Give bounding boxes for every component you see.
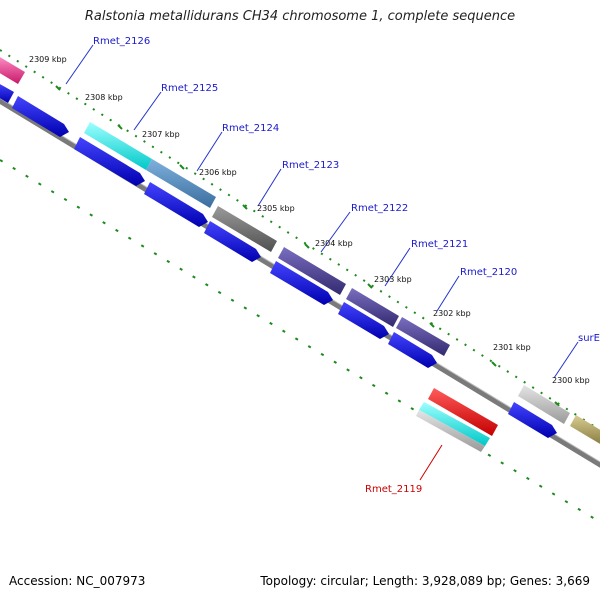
label-leader-lines [65, 44, 579, 379]
gene-label: Rmet_2123 [282, 160, 339, 171]
gene-feature-rmet-2123 [212, 206, 277, 252]
kbp-label: 2300 kbp [552, 376, 590, 385]
outer-tick-track [0, 49, 600, 431]
gene-label: Rmet_2122 [351, 203, 408, 214]
gene-label: surE [578, 333, 600, 344]
gene-labels: Rmet_2126 Rmet_2125 Rmet_2124 Rmet_2123 … [93, 36, 600, 344]
gene-label: Rmet_2120 [460, 267, 517, 278]
forward-cds-track [0, 84, 557, 438]
gene-feature-rmet-2125 [84, 122, 152, 170]
accession-text: Accession: NC_007973 [9, 574, 146, 588]
cds-arrow [338, 302, 389, 339]
cds-arrow [74, 137, 145, 186]
kbp-label: 2309 kbp [29, 55, 67, 64]
gene-track-upper [0, 57, 600, 444]
cds-arrow [388, 332, 437, 368]
label-leader-line-highlight [419, 444, 443, 481]
kbp-label: 2304 kbp [315, 239, 353, 248]
outer-major-ticks [55, 85, 560, 407]
gene-label: Rmet_2126 [93, 36, 150, 47]
gene-feature-rmet-2119-red [428, 388, 498, 436]
cds-arrow [0, 84, 14, 103]
kbp-label: 2307 kbp [142, 130, 180, 139]
kbp-labels: 2309 kbp 2308 kbp 2307 kbp 2306 kbp 2305… [29, 55, 590, 385]
gene-feature-sure [518, 385, 570, 424]
gene-feature-next [570, 415, 600, 444]
cds-arrow [508, 402, 557, 438]
kbp-label: 2308 kbp [85, 93, 123, 102]
kbp-label: 2301 kbp [493, 343, 531, 352]
cds-arrow [270, 261, 333, 305]
gene-feature-rmet-2124 [146, 159, 216, 208]
gene-label: Rmet_2124 [222, 123, 279, 134]
gene-feature-rmet-2121 [346, 288, 399, 327]
gene-feature-rmet-2120 [396, 317, 450, 356]
cds-arrow [204, 221, 261, 262]
topology-summary: Topology: circular; Length: 3,928,089 bp… [260, 574, 590, 588]
gene-feature-rmet-2122 [278, 247, 346, 295]
gene-track-lower [416, 388, 498, 452]
gene-label-highlight: Rmet_2119 [365, 484, 422, 495]
gene-feature-gray-lower [416, 410, 485, 452]
gene-feature-rmet-2126 [0, 57, 25, 84]
cds-arrow [12, 96, 69, 137]
gene-label: Rmet_2121 [411, 239, 468, 250]
gene-label: Rmet_2125 [161, 83, 218, 94]
map-title: Ralstonia metallidurans CH34 chromosome … [84, 9, 516, 24]
gene-feature-cyan-lower [419, 402, 490, 446]
cds-arrow [144, 182, 208, 227]
kbp-label: 2303 kbp [374, 275, 412, 284]
inner-tick-track [0, 159, 600, 523]
kbp-label: 2305 kbp [257, 204, 295, 213]
kbp-label: 2306 kbp [199, 168, 237, 177]
kbp-label: 2302 kbp [433, 309, 471, 318]
